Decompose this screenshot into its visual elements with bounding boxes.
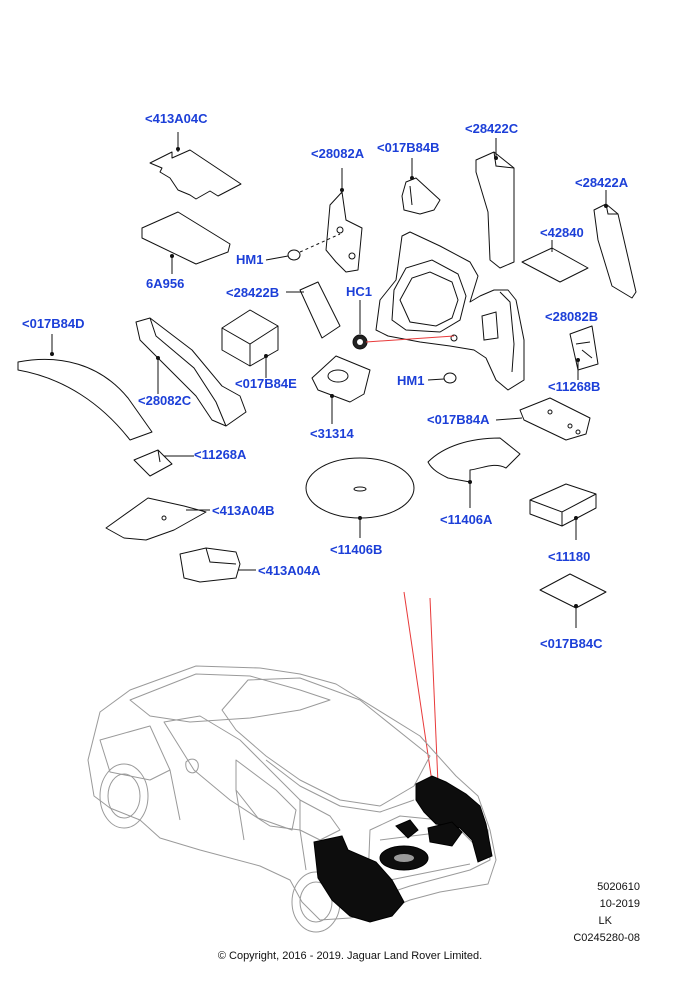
part-413a04b bbox=[105, 497, 210, 541]
part-017b84a bbox=[495, 397, 591, 441]
part-11406b bbox=[305, 457, 415, 538]
callout-hm1-bottom[interactable]: HM1 bbox=[397, 373, 425, 388]
callout-413a04b[interactable]: <413A04B bbox=[212, 503, 275, 518]
part-413a04c bbox=[149, 132, 242, 200]
callout-28082c[interactable]: <28082C bbox=[138, 393, 192, 408]
callout-017b84e[interactable]: <017B84E bbox=[235, 376, 297, 391]
callout-017b84d[interactable]: <017B84D bbox=[22, 316, 85, 331]
part-28422a bbox=[593, 190, 637, 299]
part-hm1-bottom bbox=[427, 372, 457, 384]
part-11406a bbox=[427, 437, 521, 508]
callout-hm1-top[interactable]: HM1 bbox=[236, 252, 264, 267]
callout-11406a[interactable]: <11406A bbox=[440, 512, 493, 527]
part-11180 bbox=[529, 483, 597, 540]
callout-28422c[interactable]: <28422C bbox=[465, 121, 519, 136]
vehicle-illustration bbox=[87, 665, 497, 933]
part-28422b bbox=[286, 281, 341, 339]
callout-28082a[interactable]: <28082A bbox=[311, 146, 365, 161]
callout-413a04a[interactable]: <413A04A bbox=[258, 563, 321, 578]
part-017b84c bbox=[539, 573, 607, 628]
callout-017b84a[interactable]: <017B84A bbox=[427, 412, 490, 427]
part-11268b bbox=[569, 325, 599, 380]
part-hc1 bbox=[352, 300, 455, 350]
callout-28422a[interactable]: <28422A bbox=[575, 175, 629, 190]
callout-6a956[interactable]: 6A956 bbox=[146, 276, 185, 291]
part-017b84e bbox=[221, 309, 279, 378]
part-017b84d bbox=[17, 334, 153, 441]
diagram-code: 5020610 bbox=[597, 881, 640, 893]
callout-11180[interactable]: <11180 bbox=[548, 549, 591, 564]
part-28422c bbox=[475, 138, 515, 269]
callout-413a04c[interactable]: <413A04C bbox=[145, 111, 208, 126]
copyright-notice: © Copyright, 2016 - 2019. Jaguar Land Ro… bbox=[217, 950, 483, 962]
part-017b84b bbox=[401, 158, 441, 215]
callout-017b84b[interactable]: <017B84B bbox=[377, 140, 440, 155]
red-lead-lines bbox=[403, 591, 439, 785]
callout-11268a[interactable]: <11268A bbox=[194, 447, 247, 462]
callout-31314[interactable]: <31314 bbox=[310, 426, 354, 441]
diagram-date: 10-2019 bbox=[599, 898, 640, 910]
part-31314 bbox=[311, 355, 371, 424]
part-hm1-top bbox=[265, 233, 341, 261]
callout-hc1[interactable]: HC1 bbox=[346, 284, 373, 299]
part-11268a bbox=[133, 449, 194, 477]
callout-017b84c[interactable]: <017B84C bbox=[540, 636, 603, 651]
callout-11268b[interactable]: <11268B bbox=[548, 379, 601, 394]
part-28082b-panel bbox=[375, 231, 525, 391]
callout-28082b[interactable]: <28082B bbox=[545, 309, 599, 324]
part-413a04a bbox=[179, 547, 256, 583]
diagram-region: LK bbox=[598, 915, 612, 927]
callout-28422b[interactable]: <28422B bbox=[226, 285, 280, 300]
part-28082a bbox=[325, 168, 363, 273]
callout-11406b[interactable]: <11406B bbox=[330, 542, 383, 557]
part-42840 bbox=[521, 240, 589, 283]
diagram-ref: C0245280-08 bbox=[573, 932, 640, 944]
part-28082c bbox=[135, 317, 247, 427]
part-6a956 bbox=[141, 211, 231, 274]
callout-42840[interactable]: <42840 bbox=[540, 225, 584, 240]
